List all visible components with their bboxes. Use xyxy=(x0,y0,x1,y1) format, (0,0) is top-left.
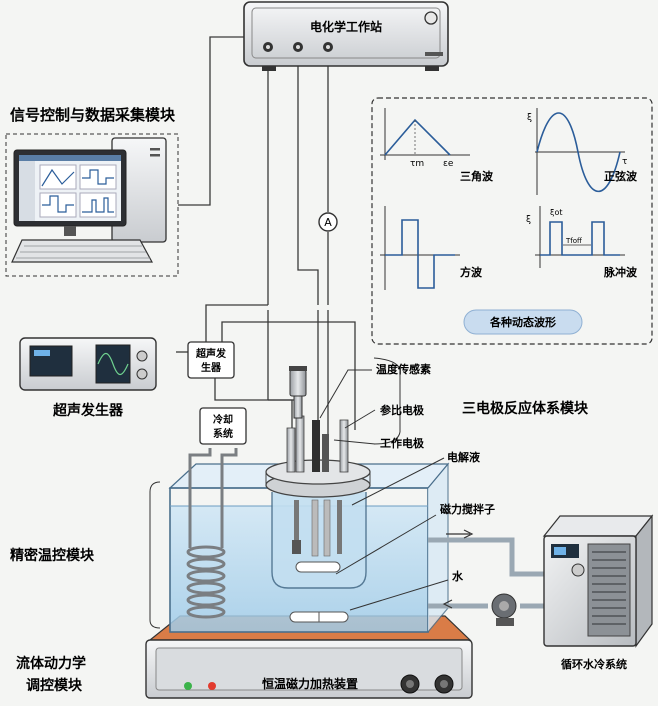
ultrasonic-box-line1: 超声发 xyxy=(195,347,227,360)
sine-wave: ξ τ 正弦波 xyxy=(527,108,638,195)
ultrasonic-generator-label: 超声发生器 xyxy=(52,402,124,419)
cooling-box: 冷却 系统 xyxy=(199,407,247,445)
ultrasonic-generator xyxy=(19,337,157,391)
triangle-wave: τm εe 三角波 xyxy=(380,108,494,183)
ammeter-icon: A xyxy=(318,212,338,232)
pulse-on-label: ξot xyxy=(550,208,563,217)
pulse-y-label: ξ xyxy=(526,215,531,225)
pulse-wave-label: 脉冲波 xyxy=(603,265,638,279)
temp-control-bracket xyxy=(149,481,161,629)
waveform-panel: τm εe 三角波 ξ τ 正弦波 方波 ξ ξot Tfof xyxy=(371,97,653,345)
signal-module-label: 信号控制与数据采集模块 xyxy=(10,106,176,124)
square-wave: 方波 xyxy=(380,206,483,290)
temp-sensor-label: 温度传感素 xyxy=(376,362,431,376)
chiller-label: 循环水冷系统 xyxy=(561,657,627,671)
square-wave-label: 方波 xyxy=(460,265,483,279)
ultrasonic-box-line2: 生器 xyxy=(201,361,222,374)
triangle-t-label: τm xyxy=(410,159,424,169)
electrolyte-label: 电解液 xyxy=(447,450,481,464)
cooling-line2: 系统 xyxy=(213,427,233,440)
electrochemical-workstation: 电化学工作站 xyxy=(243,1,449,71)
pump-icon xyxy=(491,593,517,626)
pulse-off-label: Tfoff xyxy=(565,237,582,245)
fluid-module-line2: 调控模块 xyxy=(26,677,83,694)
reactor-labels xyxy=(319,357,449,611)
cooling-coil xyxy=(186,448,238,619)
ultrasonic-box: 超声发 生器 xyxy=(187,341,235,379)
reactor-cell xyxy=(265,366,371,589)
sine-wave-label: 正弦波 xyxy=(604,169,638,183)
triangle-e-label: εe xyxy=(443,159,454,169)
triangle-wave-label: 三角波 xyxy=(460,169,494,183)
stir-bar-label: 磁力搅拌子 xyxy=(440,502,495,516)
heater-label: 恒温磁力加热装置 xyxy=(262,676,358,691)
fluid-module-line1: 流体动力学 xyxy=(16,655,86,672)
chiller-unit xyxy=(542,514,654,648)
ammeter-symbol: A xyxy=(324,216,332,229)
temp-control-label: 精密温控模块 xyxy=(10,547,95,564)
reactor-module-label: 三电极反应体系模块 xyxy=(462,400,589,417)
computer-icon xyxy=(5,133,179,277)
working-electrode-label: 工作电极 xyxy=(380,436,425,450)
power-knob-icon xyxy=(424,11,438,25)
wires xyxy=(176,36,356,440)
cooling-line1: 冷却 xyxy=(213,413,233,426)
water-label: 水 xyxy=(452,569,464,583)
reference-electrode-label: 参比电极 xyxy=(380,403,425,417)
pulse-wave: ξ ξot Tfoff 脉冲波 xyxy=(526,206,638,279)
sine-y-label: ξ xyxy=(527,113,532,123)
chiller-pipes xyxy=(428,537,544,609)
sine-t-label: τ xyxy=(622,157,627,167)
workstation-label: 电化学工作站 xyxy=(310,19,382,34)
waveform-panel-title: 各种动态波形 xyxy=(489,315,556,329)
